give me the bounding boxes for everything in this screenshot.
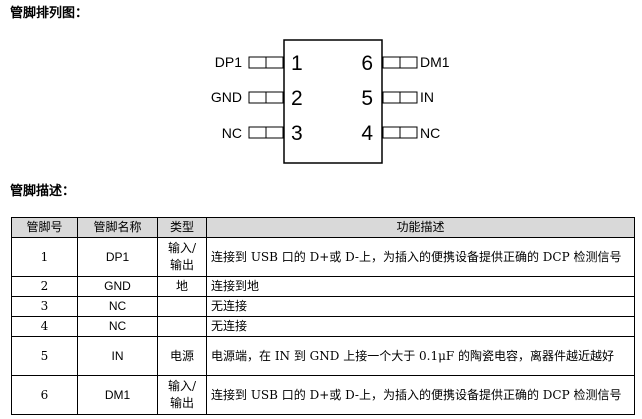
- pin-label: GND: [211, 89, 242, 105]
- pin-function-cell: 连接到 USB 口的 D+或 D-上，为插入的便携设备提供正确的 DCP 检测信…: [206, 375, 635, 415]
- column-header-pin-name: 管脚名称: [77, 217, 158, 238]
- table-row: 5 IN 电源 电源端，在 IN 到 GND 上接一个大于 0.1μF 的陶瓷电…: [11, 336, 635, 376]
- pin-type-cell: [157, 316, 207, 337]
- pin-type-cell: 输入/输出: [157, 375, 207, 415]
- pin-lead: [265, 56, 284, 69]
- pin-lead: [399, 56, 418, 69]
- column-header-function: 功能描述: [206, 217, 635, 238]
- pin-description-heading: 管脚描述：: [10, 184, 76, 199]
- pin-lead: [265, 91, 284, 104]
- pin-label: DP1: [215, 54, 242, 70]
- table-row: 4 NC 无连接: [11, 316, 635, 337]
- pin-name-cell: NC: [77, 316, 158, 337]
- pin-number: 5: [361, 87, 373, 110]
- pin-description-table: 管脚号 管脚名称 类型 功能描述 1 DP1 输入/输出 连接到 USB 口的 …: [11, 217, 635, 415]
- left-pin-2: GND 2: [211, 87, 303, 110]
- pinout-heading: 管脚排列图：: [10, 6, 89, 21]
- pin-function-cell: 无连接: [206, 316, 635, 337]
- pin-type-cell: 输入/输出: [157, 237, 207, 277]
- pin-diagram: DP1 1 GND 2 NC 3 DM1 6 IN 5 NC 4: [211, 39, 450, 164]
- pin-lead: [248, 91, 267, 104]
- pin-function-cell: 电源端，在 IN 到 GND 上接一个大于 0.1μF 的陶瓷电容，离器件越近越…: [206, 336, 635, 376]
- right-pin-4: NC 4: [361, 122, 440, 145]
- pin-number: 2: [291, 87, 303, 110]
- ic-body: [283, 39, 383, 164]
- pin-name-cell: GND: [77, 276, 158, 297]
- pin-name-cell: DM1: [77, 375, 158, 415]
- pin-type-cell: [157, 296, 207, 317]
- pin-lead: [382, 56, 401, 69]
- pin-number: 4: [361, 122, 373, 145]
- right-pin-6: DM1 6: [361, 52, 449, 75]
- pin-label: DM1: [420, 54, 450, 70]
- pin-lead: [399, 126, 418, 139]
- column-header-pin-number: 管脚号: [11, 217, 78, 238]
- pin-lead: [248, 56, 267, 69]
- pin-number-cell: 4: [11, 316, 78, 337]
- pin-number-cell: 1: [11, 237, 78, 277]
- table-row: 3 NC 无连接: [11, 296, 635, 317]
- pin-lead: [382, 91, 401, 104]
- table-row: 2 GND 地 连接到地: [11, 276, 635, 297]
- pin-number-cell: 5: [11, 336, 78, 376]
- pin-label: NC: [420, 125, 440, 141]
- pin-function-cell: 连接到地: [206, 276, 635, 297]
- left-pin-3: NC 3: [222, 122, 303, 145]
- pin-label: NC: [222, 125, 242, 141]
- pin-name-cell: NC: [77, 296, 158, 317]
- pin-lead: [265, 126, 284, 139]
- pin-label: IN: [420, 89, 434, 105]
- column-header-type: 类型: [157, 217, 207, 238]
- pin-number-cell: 3: [11, 296, 78, 317]
- pin-type-cell: 电源: [157, 336, 207, 376]
- pin-number: 3: [291, 122, 303, 145]
- pin-function-cell: 连接到 USB 口的 D+或 D-上，为插入的便携设备提供正确的 DCP 检测信…: [206, 237, 635, 277]
- pin-name-cell: IN: [77, 336, 158, 376]
- table-header-row: 管脚号 管脚名称 类型 功能描述: [11, 217, 635, 238]
- pin-function-cell: 无连接: [206, 296, 635, 317]
- pin-number-cell: 2: [11, 276, 78, 297]
- pin-name-cell: DP1: [77, 237, 158, 277]
- pin-lead: [399, 91, 418, 104]
- pin-number-cell: 6: [11, 375, 78, 415]
- pin-number: 1: [291, 52, 303, 75]
- pin-lead: [248, 126, 267, 139]
- table-row: 1 DP1 输入/输出 连接到 USB 口的 D+或 D-上，为插入的便携设备提…: [11, 237, 635, 277]
- left-pin-1: DP1 1: [215, 52, 303, 75]
- pin-number: 6: [361, 52, 373, 75]
- right-pin-5: IN 5: [361, 87, 434, 110]
- pin-type-cell: 地: [157, 276, 207, 297]
- pin-lead: [382, 126, 401, 139]
- table-row: 6 DM1 输入/输出 连接到 USB 口的 D+或 D-上，为插入的便携设备提…: [11, 375, 635, 415]
